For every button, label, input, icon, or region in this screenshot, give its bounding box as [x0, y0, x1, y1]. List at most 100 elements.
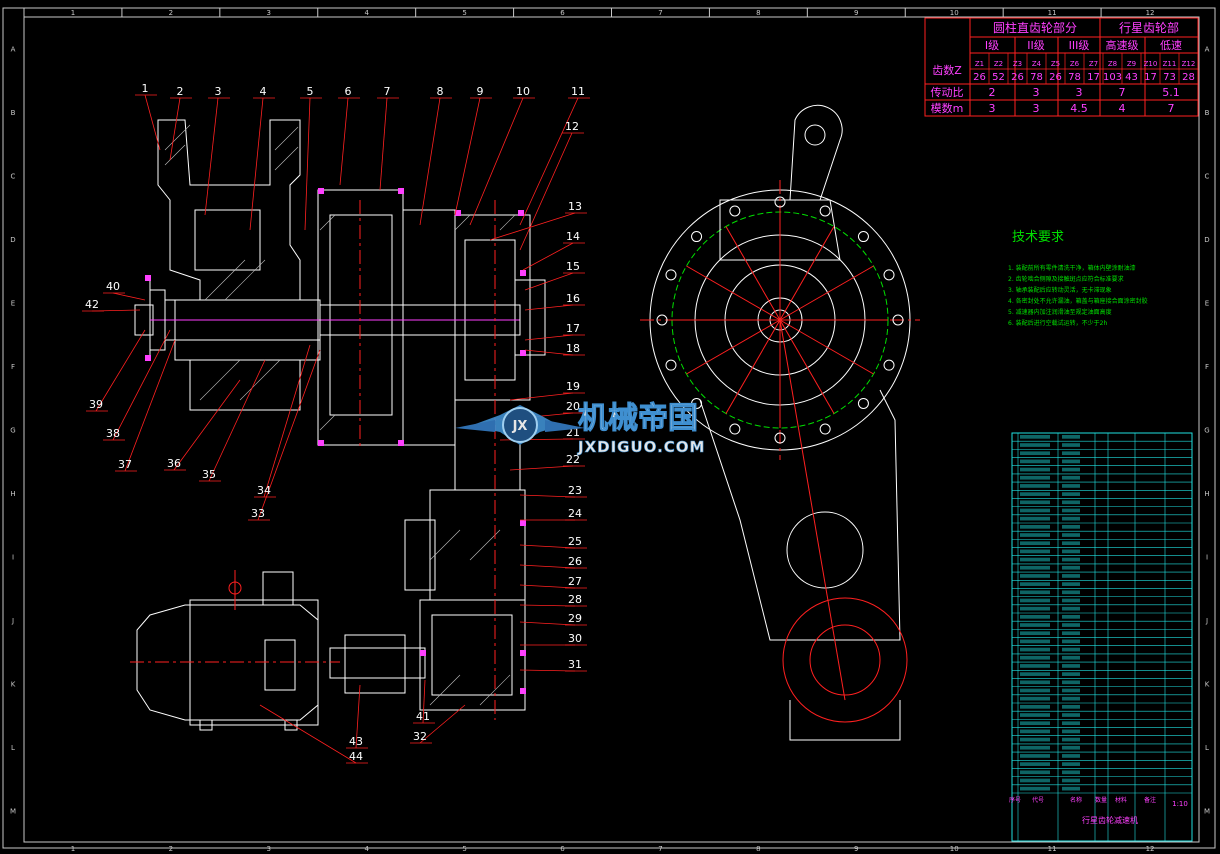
frame-side-letter: F — [1205, 363, 1209, 371]
bom-name-cell — [1062, 664, 1080, 668]
part-label: 35 — [202, 468, 216, 481]
teeth-value: 78 — [1030, 72, 1043, 83]
bom-code-cell — [1020, 443, 1050, 447]
teeth-symbol: Z3 — [1013, 60, 1022, 68]
bom-name-cell — [1062, 549, 1080, 554]
part-label: 5 — [307, 85, 314, 98]
module-value: 7 — [1168, 102, 1175, 115]
frame-side-letter: L — [1205, 744, 1209, 752]
leader-line — [422, 679, 426, 724]
bom-code-cell — [1020, 655, 1050, 660]
teeth-value: 43 — [1125, 72, 1138, 83]
leader-line — [173, 379, 241, 471]
leader-line — [259, 704, 357, 764]
spoke-line — [779, 265, 874, 321]
bom-code-cell — [1020, 525, 1050, 529]
bolt-hole — [774, 196, 786, 208]
bom-name-cell — [1062, 647, 1080, 652]
leader-line — [522, 242, 574, 271]
spoke-line — [686, 265, 781, 321]
frame-side-letter: B — [1205, 109, 1210, 117]
bolt-hole — [819, 205, 831, 217]
leader-line — [204, 97, 219, 216]
bom-name-cell — [1062, 525, 1080, 529]
ratio-value: 3 — [1076, 86, 1083, 99]
bolt-hole — [857, 397, 869, 409]
leader-line — [509, 465, 574, 471]
frame-top-number: 2 — [169, 9, 173, 17]
bom-footer-column: 数量 — [1095, 796, 1107, 804]
part-label: 3 — [215, 85, 222, 98]
part-label: 36 — [167, 457, 181, 470]
part-label: 13 — [568, 200, 582, 213]
bom-name-cell — [1062, 631, 1080, 636]
leader-line — [519, 564, 576, 569]
bom-code-cell — [1020, 664, 1050, 668]
leader-line — [469, 97, 524, 226]
bolt-hole — [691, 231, 703, 243]
module-value: 4 — [1119, 102, 1126, 115]
bom-code-cell — [1020, 696, 1050, 701]
ratio-value: 7 — [1119, 86, 1126, 99]
tech-req-item: 3. 轴承装配后应转动灵活，无卡滞现象 — [1008, 286, 1112, 294]
leader-line — [304, 97, 311, 231]
watermark-cn-text: 机械帝国 — [578, 401, 698, 436]
teeth-symbol: Z8 — [1108, 60, 1117, 68]
leader-line — [257, 349, 321, 521]
bom-name-cell — [1062, 680, 1080, 685]
title-block-name: 行星齿轮减速机 — [1082, 815, 1138, 825]
part-label: 14 — [566, 230, 580, 243]
bom-name-cell — [1062, 565, 1080, 570]
teeth-value: 28 — [1182, 72, 1195, 83]
tech-req-item: 6. 装配后进行空载试运转，不少于2h — [1008, 319, 1107, 327]
leader-line — [489, 212, 576, 241]
side-view — [640, 104, 920, 741]
ratio-value: 3 — [1033, 86, 1040, 99]
bolt-hole — [819, 423, 831, 435]
frame-side-letter: I — [12, 553, 14, 561]
bolt-hole — [883, 359, 895, 371]
bom-code-cell — [1020, 705, 1050, 709]
bill-of-materials: 序号代号名称数量材料备注 行星齿轮减速机 1:10 — [1009, 432, 1193, 842]
frame-bottom-number: 11 — [1048, 845, 1057, 853]
frame-top-number: 6 — [560, 9, 565, 17]
part-label: 24 — [568, 507, 582, 520]
bom-code-cell — [1020, 631, 1050, 636]
gear-table-group2-title: 行星齿轮部 — [1119, 20, 1179, 35]
spoke-line — [725, 319, 781, 414]
part-label: 19 — [566, 380, 580, 393]
leader-line — [339, 97, 349, 186]
bom-name-cell — [1062, 582, 1080, 586]
bom-name-cell — [1062, 606, 1080, 611]
frame-bottom-number: 7 — [658, 845, 662, 853]
part-label: 28 — [568, 593, 582, 606]
part-label: 10 — [516, 85, 530, 98]
bom-code-cell — [1020, 459, 1050, 464]
frame-side-letter: E — [1205, 300, 1209, 308]
bom-name-cell — [1062, 672, 1080, 676]
bolt-hole — [729, 423, 741, 435]
part-label: 39 — [89, 398, 103, 411]
bom-code-cell — [1020, 451, 1050, 456]
bom-name-cell — [1062, 541, 1080, 546]
teeth-cells: Z126Z252Z326Z478Z526Z678Z717Z8103Z943Z10… — [973, 60, 1195, 83]
frame-top-number: 4 — [364, 9, 369, 17]
bom-name-cell — [1062, 500, 1080, 505]
bom-name-cell — [1062, 557, 1080, 562]
frame-side-letter: J — [1205, 617, 1208, 625]
frame-side-letter: M — [10, 807, 16, 815]
frame-top-number: 10 — [950, 9, 959, 17]
part-label: 41 — [416, 710, 430, 723]
bom-code-cell — [1020, 786, 1050, 791]
leader-line — [519, 621, 576, 626]
leader-line — [519, 97, 579, 226]
leader-line — [524, 334, 574, 341]
bom-name-cell — [1062, 688, 1080, 693]
spoke-line — [725, 226, 781, 321]
leader-line — [124, 339, 176, 472]
part-label: 32 — [413, 730, 427, 743]
leader-line — [524, 349, 574, 356]
